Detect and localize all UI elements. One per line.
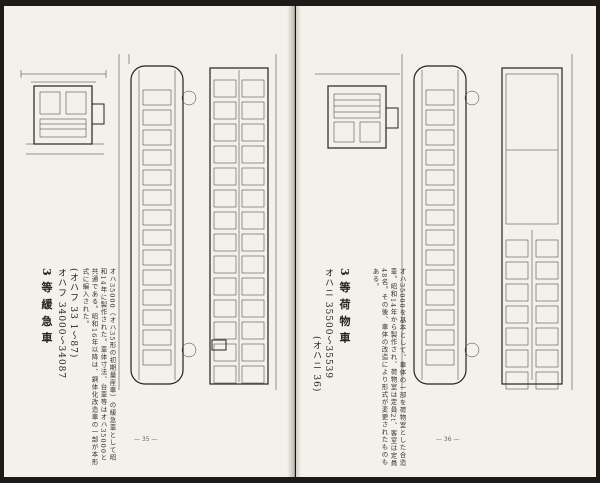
window-outline	[142, 129, 172, 146]
left-subtitle: オハフ 34000〜34087	[56, 268, 66, 380]
seat-outline	[241, 211, 265, 230]
window-outline	[425, 249, 455, 266]
seat-outline	[213, 321, 237, 340]
seat-outline	[241, 145, 265, 164]
window-outline	[142, 349, 172, 366]
seat-outline	[535, 305, 559, 324]
seat-outline	[505, 327, 529, 346]
window-outline	[425, 149, 455, 166]
left-page: 3 等 緩 急 車 オハフ 34000〜34087 (オハフ 33 1〜87) …	[4, 6, 295, 477]
book-gutter	[287, 6, 301, 477]
left-page-number: — 35 —	[134, 436, 158, 443]
right-heading: 3 等 荷 物 車	[338, 268, 351, 344]
seat-outline	[535, 327, 559, 346]
seat-outline	[505, 239, 529, 258]
seat-outline	[505, 261, 529, 280]
window-outline	[142, 109, 172, 126]
seat-outline	[241, 189, 265, 208]
seat-outline	[241, 321, 265, 340]
seat-outline	[241, 101, 265, 120]
window-outline	[142, 249, 172, 266]
end-view-drawing	[315, 73, 400, 149]
right-page-number: — 36 —	[436, 436, 460, 443]
seat-outline	[213, 189, 237, 208]
window-outline	[142, 289, 172, 306]
window-outline	[142, 329, 172, 346]
seat-outline	[535, 261, 559, 280]
end-view-drawing	[20, 70, 107, 155]
seat-outline	[213, 299, 237, 318]
left-note: (オハフ 33 1〜87)	[68, 268, 78, 359]
seat-outline	[505, 349, 529, 368]
seat-outline	[213, 145, 237, 164]
seat-outline	[241, 277, 265, 296]
window-outline	[425, 329, 455, 346]
window-outline	[425, 289, 455, 306]
floor-plan-drawing	[209, 54, 277, 390]
side-elevation-drawing	[401, 54, 480, 390]
window-outline	[142, 189, 172, 206]
window-outline	[425, 209, 455, 226]
left-heading: 3 等 緩 急 車	[40, 268, 53, 344]
right-subtitle: オハニ 35500〜35539	[323, 268, 333, 380]
seat-outline	[535, 239, 559, 258]
window-outline	[142, 89, 172, 106]
seat-outline	[241, 79, 265, 98]
window-outline	[425, 169, 455, 186]
window-outline	[425, 349, 455, 366]
left-body-text: オハ35000（オハ35形の初期量産車）の緩急車として昭和14年に製作された。車…	[81, 268, 116, 466]
seat-outline	[241, 299, 265, 318]
seat-outline	[535, 371, 559, 390]
seat-outline	[505, 371, 529, 390]
seat-outline	[213, 79, 237, 98]
seat-outline	[213, 255, 237, 274]
seat-outline	[213, 123, 237, 142]
seat-outline	[213, 101, 237, 120]
window-outline	[425, 189, 455, 206]
seat-outline	[213, 167, 237, 186]
seat-outline	[213, 277, 237, 296]
window-outline	[425, 129, 455, 146]
window-outline	[425, 309, 455, 326]
window-outline	[142, 169, 172, 186]
seat-outline	[241, 123, 265, 142]
seat-outline	[213, 211, 237, 230]
seat-outline	[241, 233, 265, 252]
floor-plan-drawing	[501, 54, 573, 390]
right-note: (オハニ 36)	[311, 336, 321, 393]
window-outline	[142, 269, 172, 286]
window-outline	[425, 229, 455, 246]
seat-outline	[213, 343, 237, 362]
seat-outline	[241, 343, 265, 362]
window-outline	[425, 269, 455, 286]
seat-outline	[535, 349, 559, 368]
window-outline	[142, 309, 172, 326]
seat-outline	[213, 365, 237, 384]
seat-outline	[241, 365, 265, 384]
seat-outline	[241, 255, 265, 274]
window-outline	[142, 209, 172, 226]
window-outline	[142, 149, 172, 166]
window-outline	[425, 89, 455, 106]
seat-outline	[505, 305, 529, 324]
seat-outline	[241, 167, 265, 186]
seat-outline	[505, 283, 529, 302]
seat-outline	[213, 233, 237, 252]
window-outline	[142, 229, 172, 246]
side-elevation-drawing	[118, 54, 197, 390]
window-outline	[425, 109, 455, 126]
right-body-text: オハ35000を基本として、車体の一部を荷物室とした合造車。昭和14年から製作さ…	[371, 268, 406, 468]
seat-outline	[535, 283, 559, 302]
right-page: 3 等 荷 物 車 オハニ 35500〜35539 (オハニ 36) オハ350…	[296, 6, 596, 477]
